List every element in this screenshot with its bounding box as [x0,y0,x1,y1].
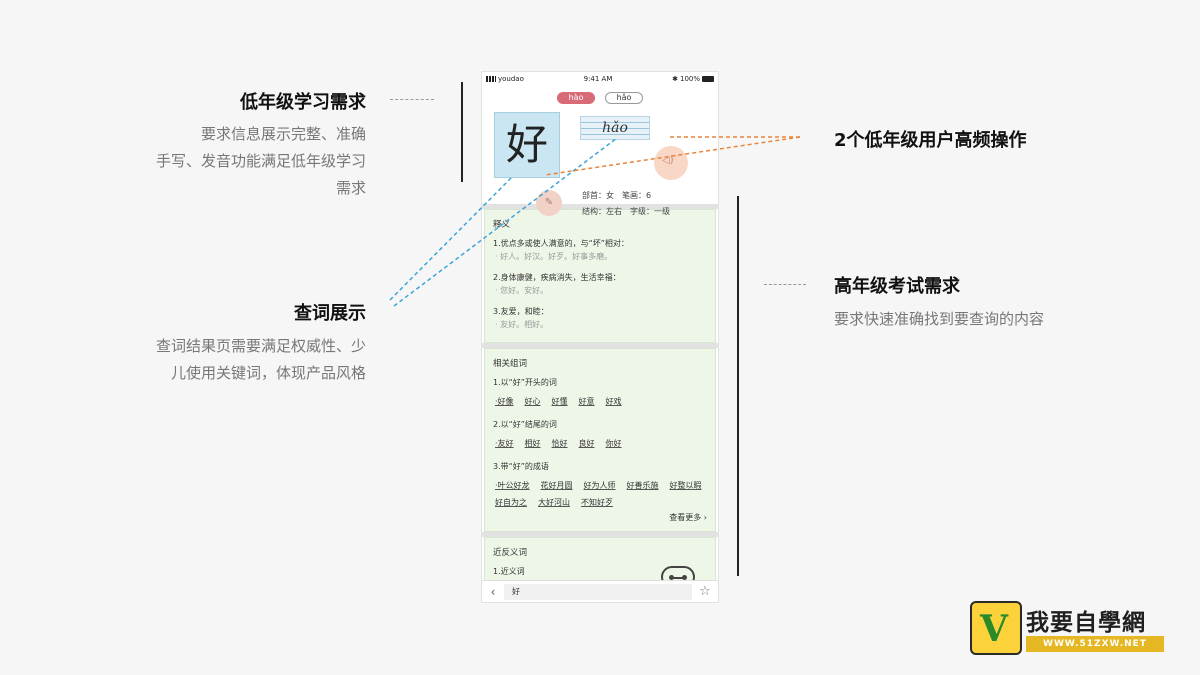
definition-item: 1.优点多或使人满意的，与“坏”相对： · 好人。好汉。好歹。好事多磨。 [493,238,707,262]
definition-example: · 友好。相好。 [495,320,549,329]
low-grade-needs-title: 低年级学习需求 [240,92,366,113]
idiom-link[interactable]: 好为人师 [583,481,616,490]
word-link[interactable]: ·好像 [495,397,514,406]
definitions-card: 释义 1.优点多或使人满意的，与“坏”相对： · 好人。好汉。好歹。好事多磨。 … [484,209,716,343]
word-link[interactable]: 好戏 [605,397,622,406]
idiom-list: ·叶公好龙 花好月圆 好为人师 好善乐施 好整以暇 好自为之 大好河山 不知好歹 [493,480,707,508]
structure-level: 结构：左右 字级：一级 [582,207,670,216]
high-frequency-actions-title: 2个低年级用户高频操作 [834,130,1027,151]
word-link[interactable]: 恰好 [551,439,568,448]
idiom-link[interactable]: 大好河山 [538,498,570,507]
desc-line: 需求 [335,179,366,197]
search-input[interactable]: 好 [504,583,692,600]
synonyms-sub: 1.近义词 [493,567,525,576]
connector-dash [764,284,806,285]
word-link[interactable]: ·友好 [495,439,514,448]
idiom-link[interactable]: 不知好歹 [581,498,613,507]
group-label: 2.以“好”结尾的词 [493,420,557,429]
logo-text: 我要自學網 [1026,610,1146,636]
definition-text: 3.友爱，和睦： [493,307,549,316]
word-link[interactable]: 好心 [524,397,541,406]
definition-item: 3.友爱，和睦： · 友好。相好。 [493,306,707,330]
word-link[interactable]: 好懂 [551,397,568,406]
site-logo: V 我要自學網 WWW.51ZXW.NET [970,601,1170,655]
pron-tab-hao3[interactable]: hǎo [605,92,643,104]
definition-item: 2.身体康健，疾病消失，生活幸福： · 您好。安好。 [493,272,707,296]
pen-icon: ✎ [544,197,554,208]
word-list: ·友好 相好 恰好 良好 你好 [493,438,707,449]
divider [482,532,718,537]
clock: 9:41 AM [583,75,613,83]
desc-line: 要求信息展示完整、准确 [200,125,366,143]
blue-pointer-line [393,137,618,307]
word-list: ·好像 好心 好懂 好意 好戏 [493,396,707,407]
idiom-link[interactable]: 好自为之 [495,498,527,507]
bracket-line [737,196,739,576]
bottom-bar: ‹ 好 ☆ [482,580,718,602]
idiom-link[interactable]: 花好月圆 [540,481,573,490]
word-link[interactable]: 相好 [524,439,541,448]
divider [482,343,718,348]
definition-example: · 您好。安好。 [495,286,549,295]
low-grade-needs-desc: 要求信息展示完整、准确 手写、发音功能满足低年级学习 需求 [96,121,366,202]
back-icon[interactable]: ‹ [490,584,496,599]
word-link[interactable]: 良好 [578,439,595,448]
bluetooth-icon: ✱ [672,75,678,83]
related-words-card: 相关组词 1.以“好”开头的词 ·好像 好心 好懂 好意 好戏 2.以“好”结尾… [484,348,716,532]
speaker-icon: ◁) [662,155,674,166]
desc-line: 手写、发音功能满足低年级学习 [155,152,366,170]
idiom-link[interactable]: ·叶公好龙 [495,481,530,490]
battery-icon [702,76,714,82]
handwriting-button[interactable]: ✎ [536,190,562,216]
blue-pointer-line [389,175,514,301]
logo-url: WWW.51ZXW.NET [1026,636,1164,652]
idiom-link[interactable]: 好善乐施 [626,481,659,490]
status-bar: youdao 9:41 AM ✱100% [482,72,718,86]
idiom-link[interactable]: 好整以暇 [669,481,702,490]
divider [482,204,718,209]
battery-percent: 100% [679,75,700,83]
connector-dash [390,99,434,100]
pronunciation-tabs: hào hǎo [482,92,718,104]
lookup-display-title: 查词展示 [294,303,366,324]
definition-text: 2.身体康健，疾病消失，生活幸福： [493,273,621,282]
see-more-link[interactable]: 查看更多 › [669,513,707,522]
bracket-line [461,82,463,182]
radical-strokes: 部首：女 笔画：6 [582,191,652,200]
desc-line: 儿使用关键词，体现产品风格 [170,364,366,382]
related-words-title: 相关组词 [493,359,528,369]
definition-text: 1.优点多或使人满意的，与“坏”相对： [493,239,629,248]
character-display: 好 [494,112,560,178]
carrier: youdao [498,75,524,83]
high-grade-needs-desc: 要求快速准确找到要查询的内容 [834,310,1045,328]
lookup-display-desc: 查词结果页需要满足权威性、少 儿使用关键词，体现产品风格 [96,333,366,387]
definition-example: · 好人。好汉。好歹。好事多磨。 [495,252,613,261]
desc-line: 查词结果页需要满足权威性、少 [155,337,366,355]
group-label: 3.带“好”的成语 [493,462,549,471]
word-link[interactable]: 好意 [578,397,595,406]
star-icon[interactable]: ☆ [699,584,711,599]
pron-tab-hao4[interactable]: hào [557,92,595,104]
group-label: 1.以“好”开头的词 [493,378,557,387]
orange-pointer-line [544,136,801,176]
speaker-button[interactable]: ◁) [654,146,688,180]
logo-mark: V [970,601,1022,655]
synonyms-title: 近反义词 [493,548,528,558]
signal-icon [486,76,496,82]
high-grade-needs-title: 高年级考试需求 [834,276,960,297]
word-link[interactable]: 你好 [605,439,622,448]
phone-mockup: youdao 9:41 AM ✱100% hào hǎo 好 hǎo ◁) ✎ … [481,71,719,603]
logo-mark-letter: V [980,608,1008,650]
